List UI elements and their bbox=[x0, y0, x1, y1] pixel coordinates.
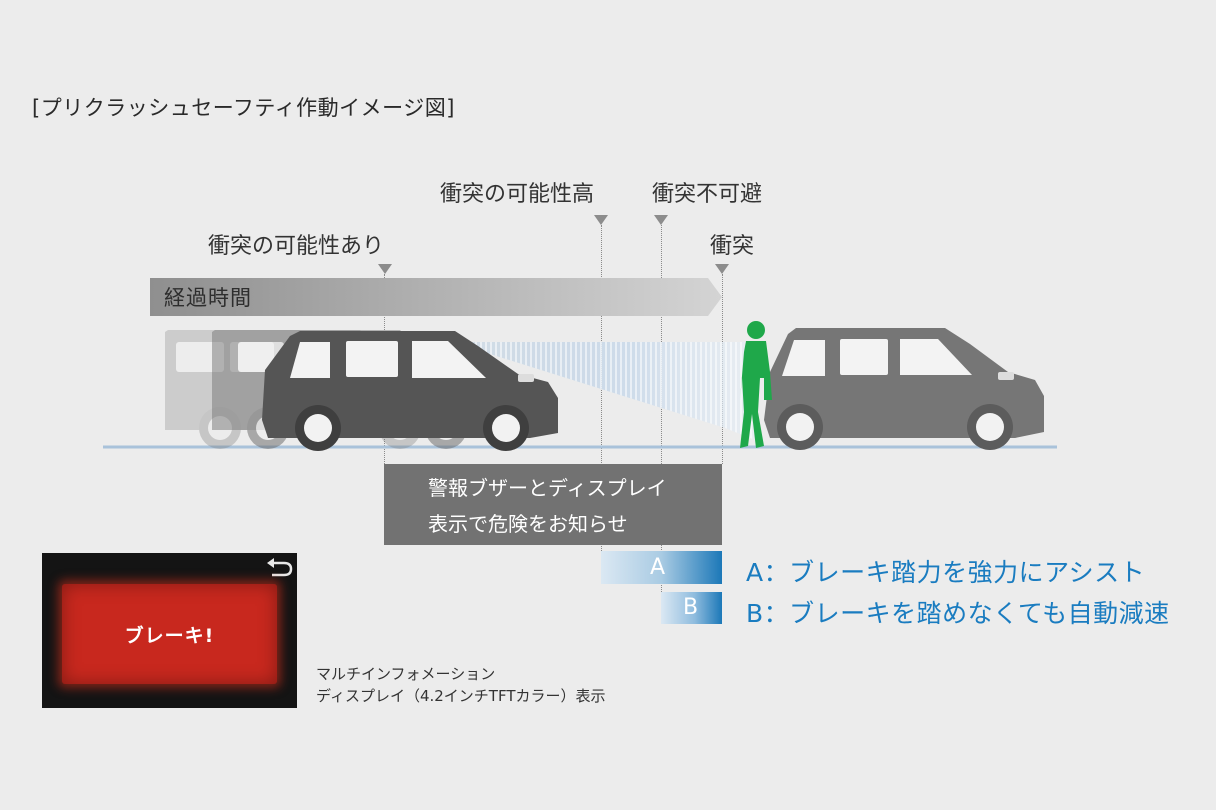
time-arrow-label: 経過時間 bbox=[164, 286, 252, 310]
timeline-line-unavoidable bbox=[661, 225, 662, 592]
time-arrow-icon bbox=[150, 278, 722, 316]
collision-car-icon bbox=[764, 328, 1044, 450]
return-arrow-icon bbox=[267, 558, 293, 577]
phase-b-bar bbox=[661, 592, 722, 624]
warning-line-2: 表示で危険をお知らせ bbox=[428, 512, 628, 536]
diagram-title: [プリクラッシュセーフティ作動イメージ図] bbox=[32, 96, 455, 120]
stage-label-possible: 衝突の可能性あり bbox=[208, 234, 385, 259]
marker-collision-icon bbox=[715, 264, 729, 274]
brake-alert-box bbox=[62, 584, 277, 684]
display-caption-line-1: マルチインフォメーション bbox=[316, 665, 496, 683]
marker-unavoidable-icon bbox=[654, 215, 668, 225]
brake-alert-text: ブレーキ! bbox=[124, 624, 215, 647]
main-car-icon bbox=[262, 331, 558, 451]
phase-b-label: B bbox=[683, 595, 699, 620]
stage-label-collision: 衝突 bbox=[710, 234, 755, 259]
scene-illustration bbox=[103, 278, 1057, 451]
phase-a-label: A bbox=[650, 555, 666, 580]
stage-label-unavoidable: 衝突不可避 bbox=[652, 182, 763, 207]
phase-a-bar bbox=[601, 551, 722, 584]
warning-line-1: 警報ブザーとディスプレイ bbox=[428, 476, 667, 500]
marker-possible-icon bbox=[378, 264, 392, 274]
legend-a: A：ブレーキ踏力を強力にアシスト bbox=[746, 558, 1146, 587]
legend-b: B：ブレーキを踏めなくても自動減速 bbox=[746, 599, 1170, 628]
marker-high-icon bbox=[594, 215, 608, 225]
warning-box: 警報ブザーとディスプレイ 表示で危険をお知らせ bbox=[384, 464, 722, 545]
stage-label-high: 衝突の可能性高 bbox=[440, 182, 595, 207]
pedestrian-icon bbox=[740, 321, 772, 448]
sensor-beam-icon bbox=[452, 342, 755, 440]
display-caption-line-2: ディスプレイ（4.2インチTFTカラー）表示 bbox=[316, 687, 606, 705]
